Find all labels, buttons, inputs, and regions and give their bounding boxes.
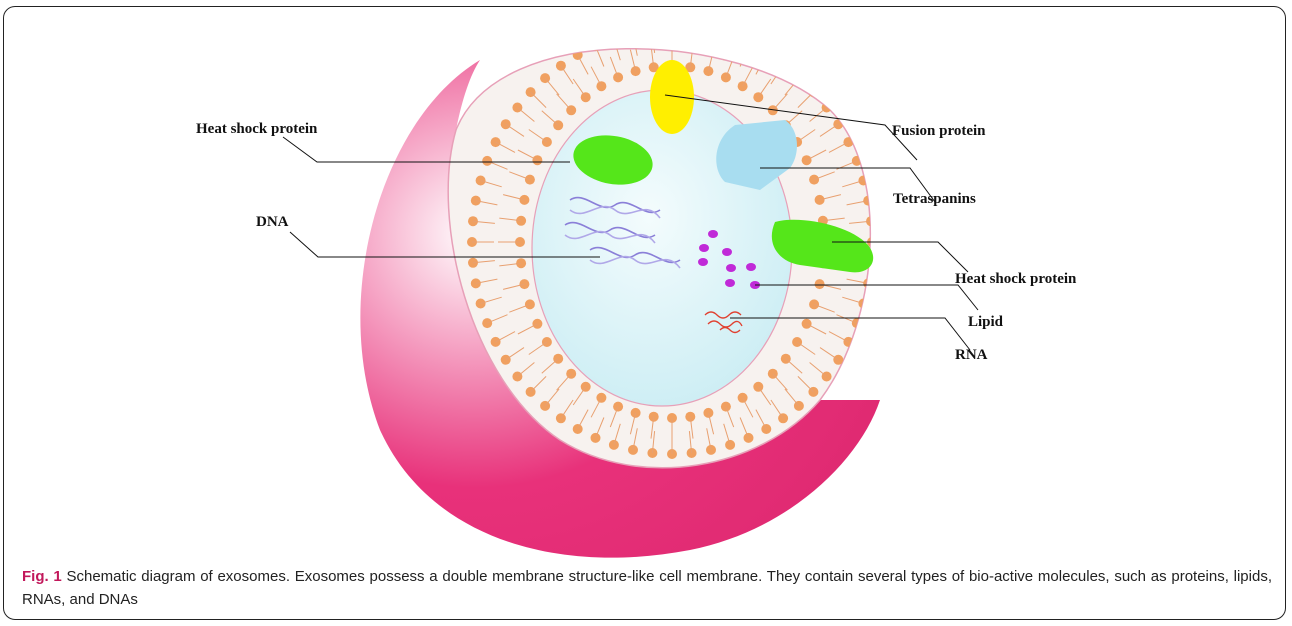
phospholipid-head bbox=[647, 26, 657, 36]
phospholipid-head bbox=[628, 29, 638, 39]
phospholipid-tail bbox=[689, 31, 691, 53]
figure-caption: Fig. 1 Schematic diagram of exosomes. Ex… bbox=[22, 565, 1272, 611]
phospholipid-tail bbox=[740, 46, 748, 66]
phospholipid-head bbox=[761, 50, 771, 60]
label-lipid: Lipid bbox=[968, 314, 1004, 330]
phospholipid-head bbox=[609, 34, 619, 44]
label-rna: RNA bbox=[955, 347, 988, 363]
label-heat-shock-protein-left: Heat shock protein bbox=[196, 121, 318, 137]
phospholipid-head bbox=[667, 25, 677, 35]
phospholipid-tail bbox=[707, 34, 711, 56]
phospholipid-head bbox=[778, 61, 788, 71]
figure-number: Fig. 1 bbox=[22, 568, 62, 585]
phospholipid-head bbox=[706, 29, 716, 39]
phospholipid-head bbox=[863, 278, 873, 288]
fusion-protein-shape bbox=[650, 60, 694, 134]
label-tetraspanins: Tetraspanins bbox=[893, 191, 976, 207]
caption-text: Schematic diagram of exosomes. Exosomes … bbox=[22, 568, 1272, 608]
phospholipid-head bbox=[744, 41, 754, 51]
label-fusion-protein: Fusion protein bbox=[892, 123, 986, 139]
phospholipid-head bbox=[725, 34, 735, 44]
label-heat-shock-protein-right: Heat shock protein bbox=[955, 271, 1077, 287]
phospholipid-tail bbox=[724, 39, 730, 60]
label-dna: DNA bbox=[256, 214, 289, 230]
phospholipid-head bbox=[794, 73, 804, 83]
phospholipid-head bbox=[687, 26, 697, 36]
